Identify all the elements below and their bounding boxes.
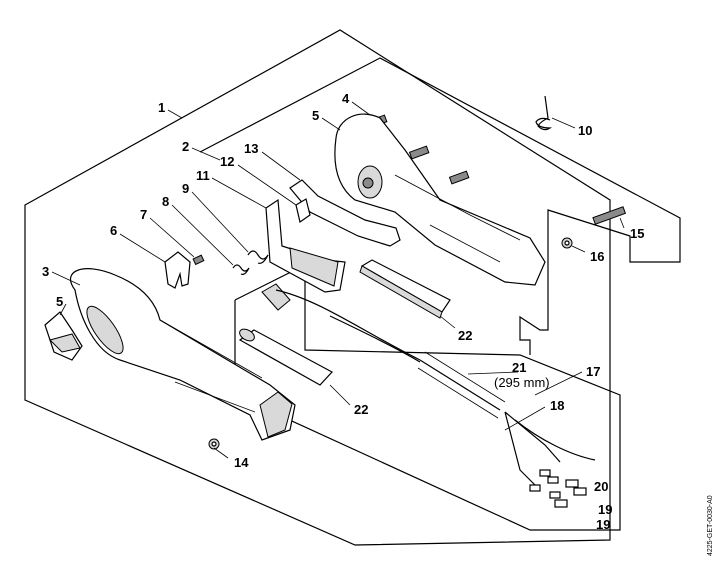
callout-15: 15: [630, 226, 644, 241]
bracket-part: [295, 198, 311, 223]
spring-9-part: [247, 250, 269, 264]
callout-7: 7: [140, 207, 147, 222]
small-screw-part: [192, 254, 205, 266]
callout-5-lower: 5: [56, 294, 63, 309]
callout-4: 4: [342, 91, 350, 106]
callout-5-upper: 5: [312, 108, 319, 123]
callout-14: 14: [234, 455, 249, 470]
callout-18: 18: [550, 398, 564, 413]
trigger-part: [265, 198, 346, 293]
callout-6: 6: [110, 223, 117, 238]
drawing-code: 4225-GET-0030-A0: [707, 495, 714, 556]
callout-11: 11: [196, 168, 210, 183]
callout-labels: 1 2 3 4 5 5 6 7 8 9 10 11 12 13 14 15 16…: [42, 91, 644, 532]
assembly-2-outline: [199, 57, 681, 355]
callout-17: 17: [586, 364, 600, 379]
nut-16-part: [561, 237, 573, 249]
handle-shell-part: [334, 113, 546, 286]
lever-part: [289, 179, 401, 247]
cover-strip-upper-part: [359, 259, 451, 319]
knob-part: [44, 311, 83, 361]
callout-9: 9: [182, 181, 189, 196]
callout-12: 12: [220, 154, 234, 169]
harness-outline: [234, 264, 621, 531]
callout-19-b: 19: [596, 517, 610, 532]
callout-22-upper: 22: [458, 328, 472, 343]
long-screw-part: [592, 206, 627, 225]
callout-3: 3: [42, 264, 49, 279]
handle-housing-part: [69, 268, 296, 441]
callout-8: 8: [162, 194, 169, 209]
contact-part: [164, 251, 191, 289]
callout-19-a: 19: [598, 502, 612, 517]
assembly-1-outline: [24, 29, 611, 546]
callout-10: 10: [578, 123, 592, 138]
callout-21: 21: [512, 360, 526, 375]
callout-1: 1: [158, 100, 165, 115]
callout-22-lower: 22: [354, 402, 368, 417]
callout-2: 2: [182, 139, 189, 154]
torsion-spring-part: [535, 95, 552, 131]
nut-14-part: [208, 438, 220, 450]
callout-13: 13: [244, 141, 258, 156]
spring-8-part: [232, 264, 250, 275]
leader-lines: [51, 101, 625, 459]
wiring-harness-part: [261, 283, 596, 508]
callout-20: 20: [594, 479, 608, 494]
cover-tube-lower-part: [238, 328, 333, 386]
callout-16: 16: [590, 249, 604, 264]
hose-length-note: (295 mm): [494, 375, 550, 390]
